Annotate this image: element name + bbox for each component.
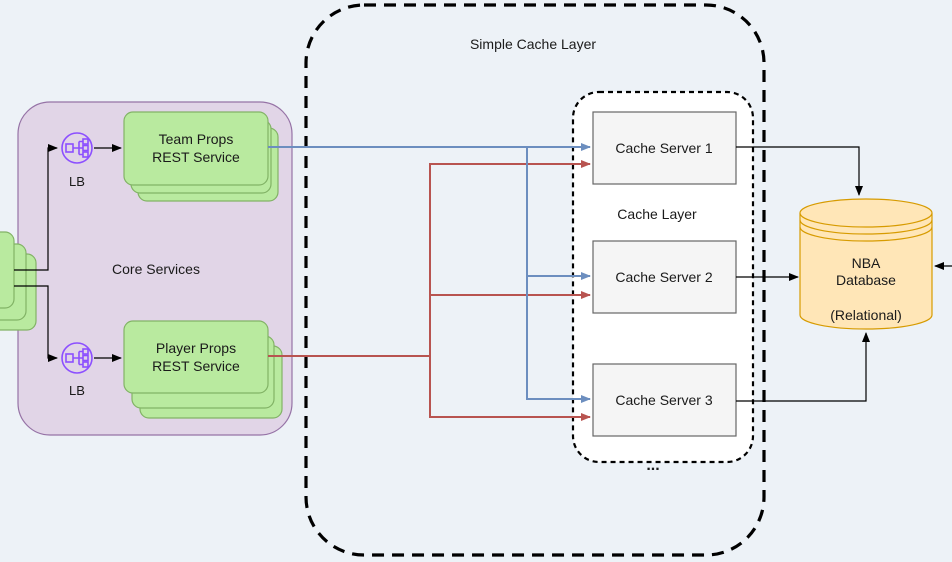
database-type: (Relational) <box>830 307 902 323</box>
database-name: NBA <box>852 255 881 271</box>
lb-label: LB <box>69 383 85 398</box>
team-props-service[interactable]: Team Props REST Service <box>123 111 279 202</box>
team-props-flows <box>268 143 591 403</box>
cache-server-label: Cache Server 2 <box>615 269 712 285</box>
more-cache-servers-indicator: ... <box>646 457 659 474</box>
cache-server-1[interactable]: Cache Server 1 <box>592 111 737 185</box>
player-props-flows <box>268 160 591 421</box>
player-props-subtitle: REST Service <box>152 358 240 374</box>
client-to-lb-connectors <box>14 144 58 362</box>
load-balancer-icon <box>61 342 93 374</box>
lb-label: LB <box>69 174 85 189</box>
nba-database[interactable]: NBA Database (Relational) <box>799 198 933 330</box>
load-balancer-bottom[interactable]: LB <box>61 342 93 398</box>
team-props-subtitle: REST Service <box>152 149 240 165</box>
player-props-title: Player Props <box>156 340 236 356</box>
cache-server-label: Cache Server 1 <box>615 140 712 156</box>
cache-layer-label: Cache Layer <box>617 206 697 222</box>
cylinder-database-icon <box>799 198 933 330</box>
load-balancer-top[interactable]: LB <box>61 132 93 189</box>
player-props-service[interactable]: Player Props REST Service <box>123 320 283 419</box>
client-stack <box>0 231 37 331</box>
simple-cache-layer-label: Simple Cache Layer <box>470 36 596 52</box>
team-props-title: Team Props <box>159 131 234 147</box>
lb-to-service-connectors <box>94 144 122 362</box>
cache-to-db-connectors <box>736 146 870 402</box>
cache-server-3[interactable]: Cache Server 3 <box>592 363 737 437</box>
database-subtitle: Database <box>836 272 896 288</box>
cache-server-label: Cache Server 3 <box>615 392 712 408</box>
cache-server-2[interactable]: Cache Server 2 <box>592 240 737 314</box>
core-services-label: Core Services <box>112 261 200 277</box>
load-balancer-icon <box>61 132 93 164</box>
simple-cache-layer-region: Simple Cache Layer <box>304 3 766 557</box>
